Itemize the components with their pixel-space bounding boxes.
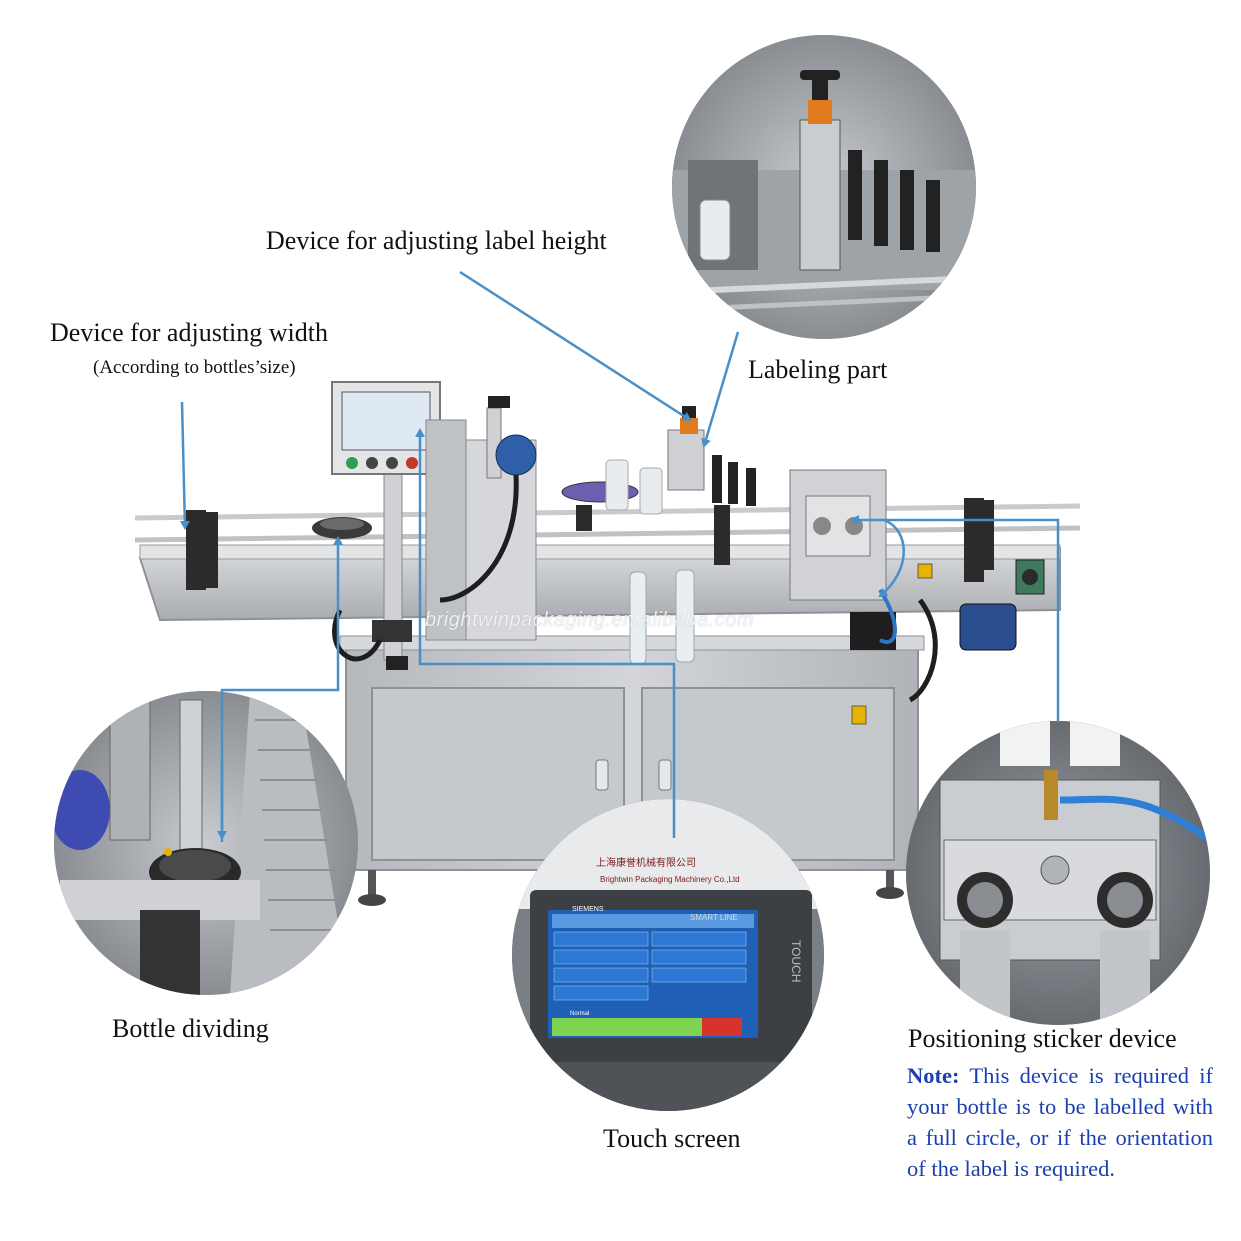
note-text: This device is required if your bottle i… [907, 1063, 1213, 1181]
arrow-width [179, 401, 190, 530]
arrow-label-height [459, 270, 692, 422]
labeling-part-photo [672, 35, 976, 339]
bottle-dividing-photo [54, 691, 358, 995]
note-prefix: Note: [907, 1063, 960, 1088]
arrow-positioning [850, 515, 1060, 722]
pointer-arrows [179, 270, 1060, 842]
touch-screen-photo: 上海康誉机械有限公司 Brightwin Packaging Machinery… [512, 799, 824, 1111]
touch-screen-caption: Touch screen [603, 1124, 741, 1153]
width-caption: Device for adjusting width [50, 318, 328, 347]
siemens-brand: SIEMENS [572, 906, 604, 913]
smart-line: SMART LINE [690, 913, 738, 922]
machine-body [134, 381, 1081, 906]
width-subcaption: (According to bottles’size) [93, 357, 296, 378]
company-cn: 上海康誉机械有限公司 [596, 856, 696, 869]
arrow-touch-screen [415, 428, 676, 838]
touch-label: TOUCH [789, 940, 803, 982]
company-en: Brightwin Packaging Machinery Co.,Ltd [600, 875, 740, 884]
bottle-dividing-caption: Bottle dividing [112, 1014, 269, 1043]
arrow-labeling-part [701, 331, 740, 448]
labeling-part-caption: Labeling part [748, 355, 888, 384]
positioning-caption: Positioning sticker device [908, 1024, 1177, 1053]
positioning-note: Note: This device is required if your bo… [907, 1060, 1213, 1184]
watermark: brightwinpackaging.en.alibaba.com [425, 609, 754, 631]
label-height-caption: Device for adjusting label height [266, 226, 607, 255]
status-normal: Normal [570, 1011, 589, 1017]
positioning-device-photo [906, 721, 1210, 1025]
